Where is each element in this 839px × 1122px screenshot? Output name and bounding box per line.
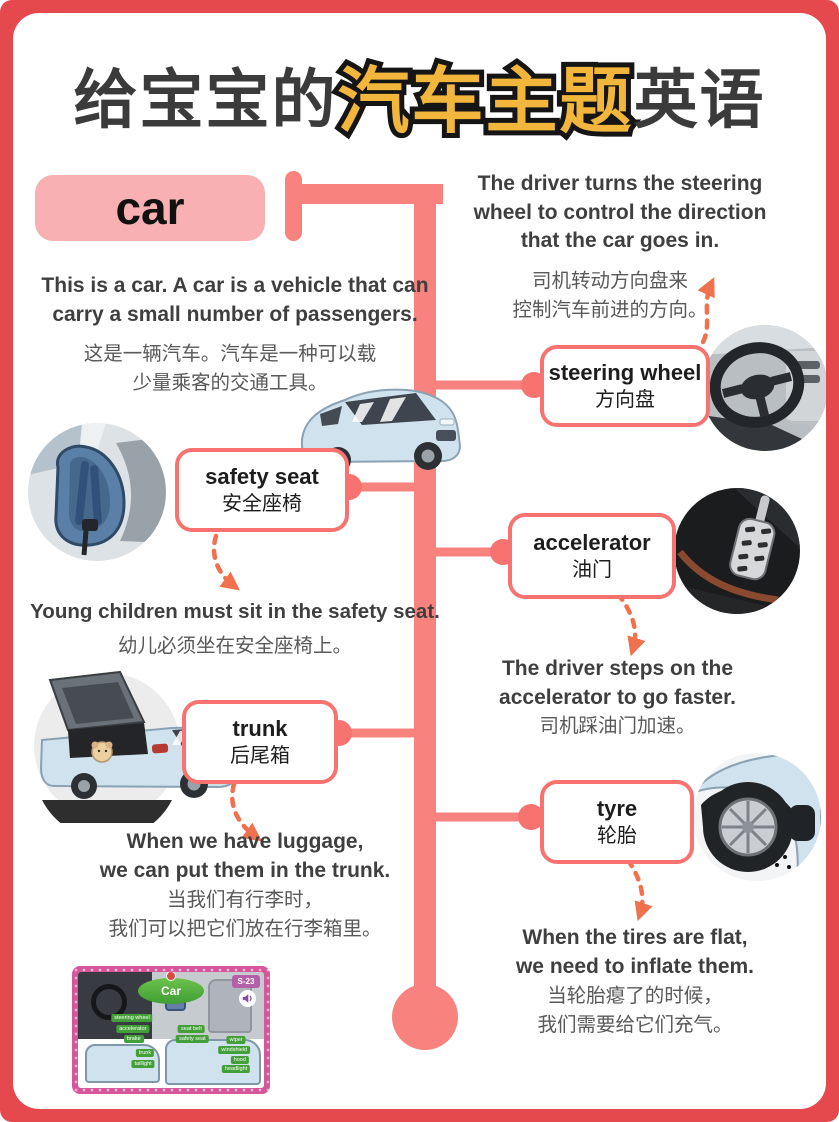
app-label: windshield xyxy=(218,1045,251,1054)
app-label: headlight xyxy=(221,1065,251,1074)
label-safety-seat-cn: 安全座椅 xyxy=(222,492,302,515)
trunk-sentence-en: When we have luggage, we can put them in… xyxy=(99,830,391,882)
label-box-steering-wheel: steering wheel 方向盘 xyxy=(540,345,710,427)
app-label: seat belt xyxy=(178,1024,205,1033)
intro-sentence-cn: 这是一辆汽车。汽车是一种可以载 少量乘客的交通工具。 xyxy=(83,343,377,395)
app-label: safety seat xyxy=(176,1035,209,1044)
title-highlight: 汽车主题 xyxy=(337,42,633,147)
steering-sentence-en: The driver turns the steering wheel to c… xyxy=(473,172,767,253)
speaker-icon xyxy=(242,994,252,1003)
label-box-accelerator: accelerator 油门 xyxy=(508,513,676,599)
trunk-sentence-cn: 当我们有行李时， 我们可以把它们放在行李箱里。 xyxy=(108,889,382,941)
app-card-title-text: Car xyxy=(160,983,181,998)
keyword-card: car xyxy=(35,175,265,241)
app-pin-icon xyxy=(166,972,176,981)
app-label: hood xyxy=(230,1056,249,1065)
app-label: trunk xyxy=(135,1049,155,1058)
label-box-tyre: tyre 轮胎 xyxy=(540,780,694,864)
page-title: 给宝宝的汽车主题英语 xyxy=(13,42,826,147)
app-steering-wheel-icon xyxy=(91,984,128,1021)
app-label: taillight xyxy=(131,1059,155,1068)
safety-seat-photo xyxy=(28,423,166,561)
title-suffix: 英语 xyxy=(633,64,766,136)
tyre-sentence-cn: 当轮胎瘪了的时候， 我们需要给它们充气。 xyxy=(537,985,733,1037)
intro-sentence-en: This is a car. A car is a vehicle that c… xyxy=(41,274,429,326)
label-accelerator-cn: 油门 xyxy=(572,558,612,581)
label-trunk-cn: 后尾箱 xyxy=(230,744,290,767)
steering-sentence-cn: 司机转动方向盘来 控制汽车前进的方向。 xyxy=(512,270,708,322)
arrow-down-accelerator xyxy=(615,591,646,657)
label-tyre-en: tyre xyxy=(596,796,638,822)
app-level-badge: S-23 xyxy=(232,975,260,988)
safety-seat-sentence-cn: 幼儿必须坐在安全座椅上。 xyxy=(117,635,352,657)
tyre-sentence-en: When the tires are flat, we need to infl… xyxy=(515,926,755,978)
accelerator-photo xyxy=(674,488,800,614)
arrow-down-safety-seat xyxy=(211,533,241,591)
app-label: accelerator xyxy=(116,1024,150,1033)
label-steering-wheel-en: steering wheel xyxy=(548,360,702,386)
label-box-safety-seat: safety seat 安全座椅 xyxy=(175,448,349,532)
safety-seat-sentence-en: Young children must sit in the safety se… xyxy=(30,600,440,623)
label-steering-wheel-cn: 方向盘 xyxy=(595,388,655,411)
app-label: steering wheel xyxy=(111,1014,153,1023)
label-trunk-en: trunk xyxy=(232,716,288,742)
accelerator-sentence-en: The driver steps on the accelerator to g… xyxy=(499,657,736,709)
app-card-title: Car xyxy=(138,977,204,1004)
arrow-down-tyre xyxy=(625,857,653,922)
label-box-trunk: trunk 后尾箱 xyxy=(182,700,338,784)
tyre-photo xyxy=(693,753,821,881)
app-screenshot-inner: Car S-23 steering wheel accelerator brak… xyxy=(78,972,264,1088)
app-label: wiper xyxy=(226,1036,246,1045)
app-screenshot-card: Car S-23 steering wheel accelerator brak… xyxy=(72,966,270,1094)
title-prefix: 给宝宝的 xyxy=(73,64,338,136)
label-tyre-cn: 轮胎 xyxy=(597,824,637,847)
poster-content: 给宝宝的汽车主题英语 car This is a car. A car is a… xyxy=(13,13,826,1109)
app-speaker-button xyxy=(239,990,256,1007)
app-label: brake xyxy=(123,1035,144,1044)
spine-end-dot xyxy=(392,984,458,1050)
label-accelerator-en: accelerator xyxy=(533,530,651,556)
accelerator-sentence-cn: 司机踩油门加速。 xyxy=(539,715,696,737)
label-safety-seat-en: safety seat xyxy=(205,464,319,490)
steering-wheel-photo xyxy=(702,325,826,451)
keyword-text: car xyxy=(115,182,185,234)
